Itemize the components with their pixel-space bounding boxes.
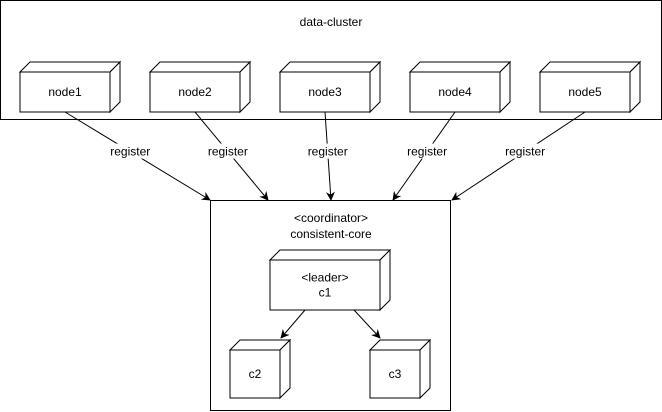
node-node5-front-face: [539, 71, 631, 113]
node-node4-label: node4: [438, 85, 472, 99]
edge-node4-register-label-bg: [401, 143, 454, 159]
edge-leader-to-c3-line: [353, 309, 381, 339]
node-c3-label: c3: [389, 367, 402, 381]
data-cluster-label: data-cluster: [300, 15, 363, 29]
node-node1-front-face: [19, 71, 111, 113]
node-node1[interactable]: node1: [18, 60, 122, 114]
node-node3-top-face: [278, 61, 382, 73]
edge-node2-register-label: register: [208, 145, 248, 159]
node-node1-label: node1: [48, 85, 82, 99]
node-node2-label: node2: [178, 85, 212, 99]
edge-node3-register-label-bg: [301, 143, 354, 159]
node-c2[interactable]: c2: [228, 338, 292, 400]
node-node2-top-face: [148, 61, 252, 73]
node-c2-front-face: [229, 349, 281, 399]
consistent-core-label: consistent-core: [290, 227, 372, 241]
edge-node3-register-label: register: [308, 145, 348, 159]
node-leader-c1-label: c1: [319, 286, 332, 300]
node-node5[interactable]: node5: [538, 60, 642, 114]
edge-node2-register[interactable]: register: [194, 111, 269, 201]
node-node4-top-face: [408, 61, 512, 73]
edge-node1-register-label-bg: [104, 143, 157, 159]
node-leader-c1[interactable]: <leader>c1: [268, 248, 392, 312]
node-leader-c1-front-face: [269, 259, 381, 311]
edge-node3-register[interactable]: register: [301, 111, 354, 201]
edge-node2-register-label-bg: [201, 143, 254, 159]
node-leader-c1-stereotype: <leader>: [301, 271, 348, 285]
edge-node5-register[interactable]: register: [451, 111, 586, 201]
edge-node1-register[interactable]: register: [64, 111, 211, 201]
edge-leader-to-c2-line: [280, 309, 306, 339]
node-node3[interactable]: node3: [278, 60, 382, 114]
node-leader-c1-side-face: [379, 248, 391, 312]
node-c2-label: c2: [249, 367, 262, 381]
coordinator-stereotype: <coordinator>: [294, 211, 368, 225]
edge-leader-to-c2[interactable]: [280, 309, 306, 339]
edges-layer: register register register register register: [64, 111, 586, 339]
edge-node1-register-label: register: [110, 145, 150, 159]
edge-node4-register[interactable]: register: [392, 111, 456, 201]
node-c3-front-face: [369, 349, 421, 399]
node-node1-top-face: [18, 61, 122, 73]
node-node3-front-face: [279, 71, 371, 113]
node-node4[interactable]: node4: [408, 60, 512, 114]
node-leader-c1-top-face: [268, 249, 392, 261]
node-c3[interactable]: c3: [368, 338, 432, 400]
nodes-layer: node1 node2 node3 node4 node5 <leader>c1 c2 c3: [18, 60, 642, 400]
node-node2-front-face: [149, 71, 241, 113]
node-c3-side-face: [419, 338, 431, 400]
node-node5-label: node5: [568, 85, 602, 99]
node-node5-top-face: [538, 61, 642, 73]
node-c2-side-face: [279, 338, 291, 400]
edge-node4-register-label: register: [407, 145, 447, 159]
node-node3-label: node3: [308, 85, 342, 99]
edge-node5-register-label: register: [505, 145, 545, 159]
node-node4-front-face: [409, 71, 501, 113]
node-node2[interactable]: node2: [148, 60, 252, 114]
edge-leader-to-c3[interactable]: [353, 309, 381, 339]
edge-node5-register-label-bg: [499, 143, 552, 159]
